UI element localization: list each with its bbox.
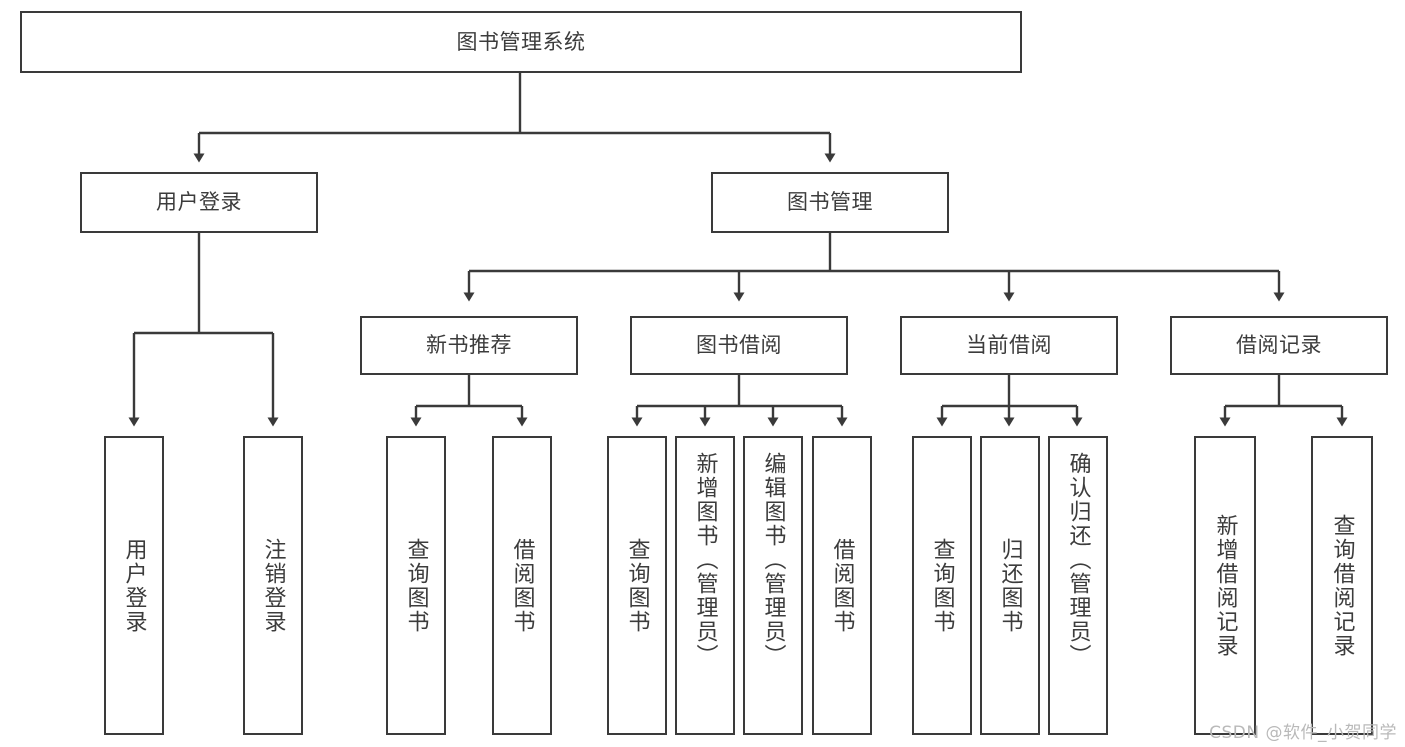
node-leaf-borrow-add-book-label: 新增图书（管理员） [692, 452, 718, 668]
node-borrow-record[interactable]: 借阅记录 [1170, 316, 1388, 375]
node-new-book-recommend[interactable]: 新书推荐 [360, 316, 578, 375]
node-leaf-user-login-label: 用户登录 [121, 537, 147, 634]
node-leaf-logout[interactable]: 注销登录 [243, 436, 303, 735]
node-leaf-current-return-book-label: 归还图书 [997, 537, 1023, 634]
node-leaf-current-confirm-return-label: 确认归还（管理员） [1065, 452, 1091, 668]
node-user-login-label: 用户登录 [156, 190, 242, 215]
node-leaf-current-query-book[interactable]: 查询图书 [912, 436, 972, 735]
node-leaf-current-confirm-return[interactable]: 确认归还（管理员） [1048, 436, 1108, 735]
node-leaf-record-add-label: 新增借阅记录 [1212, 513, 1238, 658]
node-leaf-recommend-borrow-book-label: 借阅图书 [509, 537, 535, 634]
node-leaf-borrow-query-book[interactable]: 查询图书 [607, 436, 667, 735]
node-book-borrow[interactable]: 图书借阅 [630, 316, 848, 375]
node-current-borrow[interactable]: 当前借阅 [900, 316, 1118, 375]
watermark-text: CSDN @软件_小贺同学 [1209, 723, 1397, 743]
node-leaf-recommend-borrow-book[interactable]: 借阅图书 [492, 436, 552, 735]
node-leaf-logout-label: 注销登录 [260, 537, 286, 634]
node-user-login[interactable]: 用户登录 [80, 172, 318, 233]
node-book-borrow-label: 图书借阅 [696, 333, 782, 358]
node-book-management[interactable]: 图书管理 [711, 172, 949, 233]
node-leaf-current-return-book[interactable]: 归还图书 [980, 436, 1040, 735]
node-book-management-label: 图书管理 [787, 190, 873, 215]
node-leaf-borrow-lend-book-label: 借阅图书 [829, 537, 855, 634]
node-leaf-current-query-book-label: 查询图书 [929, 537, 955, 634]
node-root-label: 图书管理系统 [456, 29, 586, 54]
node-leaf-recommend-query-book[interactable]: 查询图书 [386, 436, 446, 735]
node-leaf-borrow-edit-book[interactable]: 编辑图书（管理员） [743, 436, 803, 735]
node-current-borrow-label: 当前借阅 [966, 333, 1052, 358]
node-leaf-recommend-query-book-label: 查询图书 [403, 537, 429, 634]
node-leaf-borrow-lend-book[interactable]: 借阅图书 [812, 436, 872, 735]
node-leaf-user-login[interactable]: 用户登录 [104, 436, 164, 735]
node-borrow-record-label: 借阅记录 [1236, 333, 1322, 358]
node-leaf-record-query[interactable]: 查询借阅记录 [1311, 436, 1373, 735]
node-leaf-borrow-edit-book-label: 编辑图书（管理员） [760, 452, 786, 668]
node-leaf-borrow-query-book-label: 查询图书 [624, 537, 650, 634]
node-leaf-record-query-label: 查询借阅记录 [1329, 513, 1355, 658]
node-new-book-recommend-label: 新书推荐 [426, 333, 512, 358]
node-root[interactable]: 图书管理系统 [20, 11, 1022, 73]
node-leaf-record-add[interactable]: 新增借阅记录 [1194, 436, 1256, 735]
node-leaf-borrow-add-book[interactable]: 新增图书（管理员） [675, 436, 735, 735]
